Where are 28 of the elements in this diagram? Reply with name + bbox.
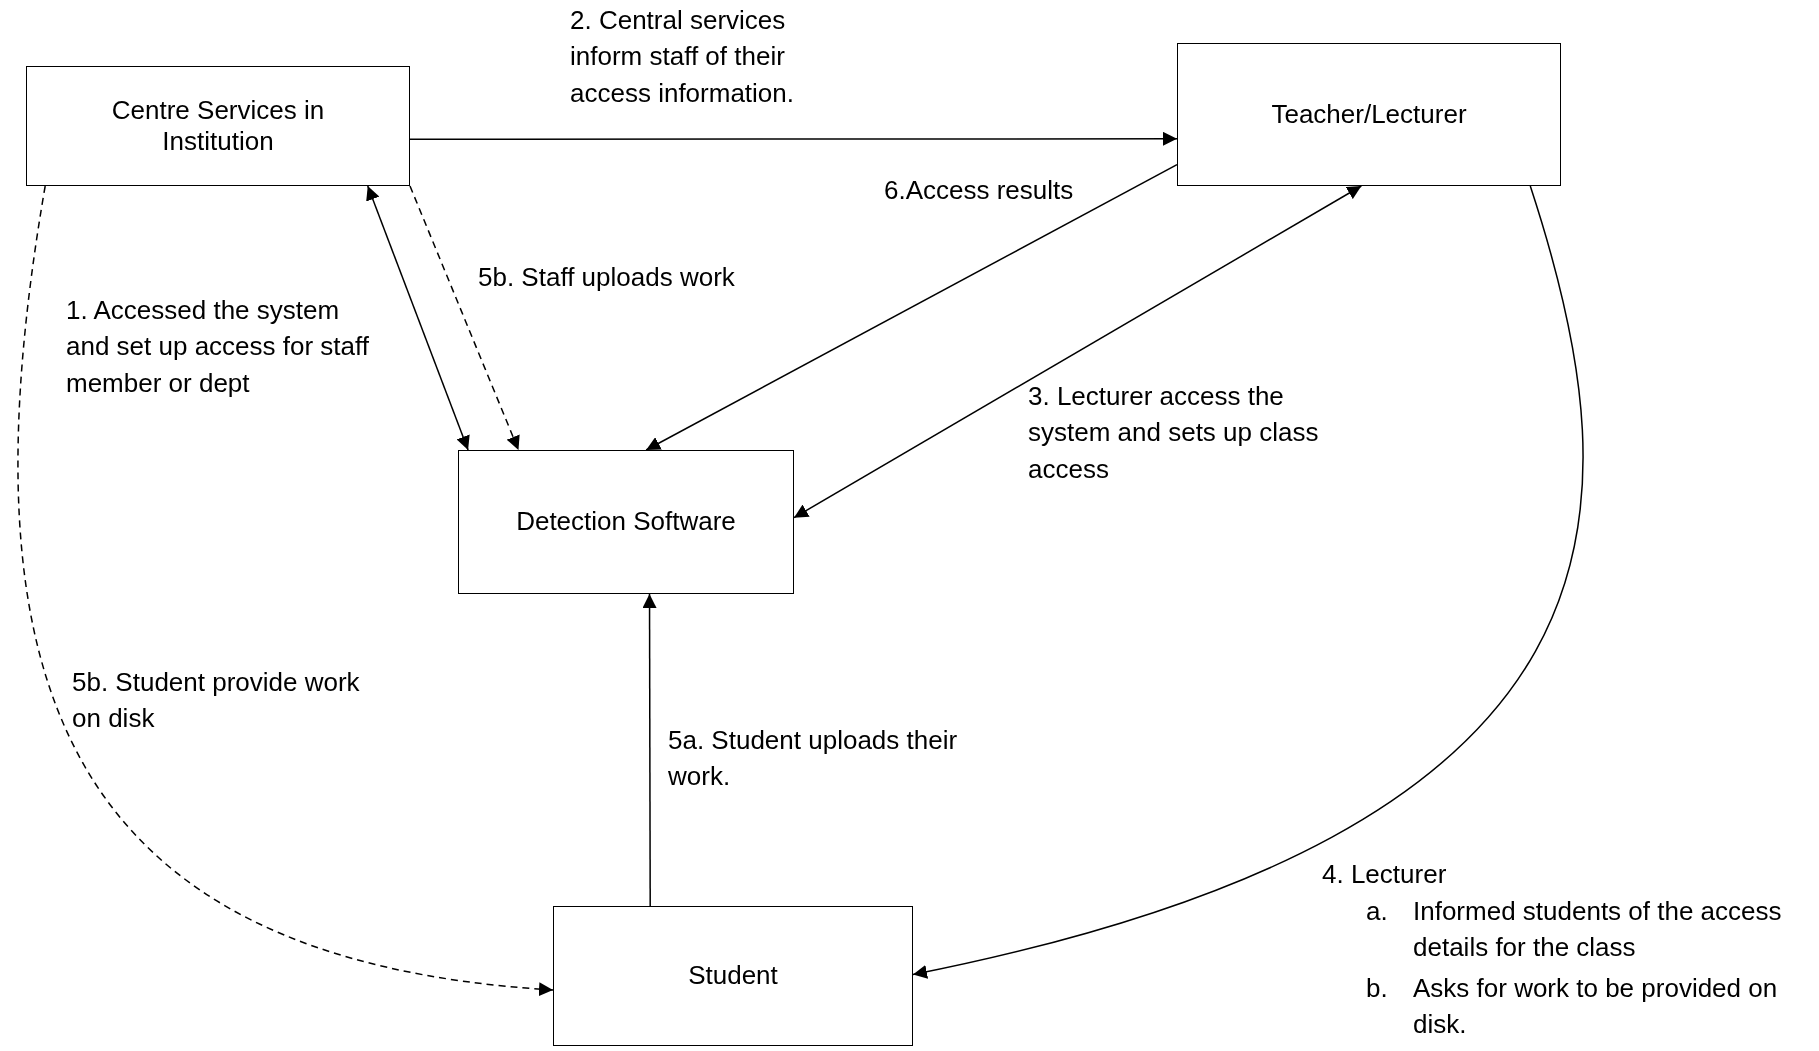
- node-label: Student: [688, 960, 778, 992]
- process-box: [1177, 43, 1561, 186]
- arrow: [409, 185, 520, 451]
- node-label: Detection Software: [516, 506, 736, 538]
- edge-label: 5a. Student uploads their work.: [668, 724, 959, 794]
- note-text: Asks for work to be provided on disk.: [1413, 972, 1779, 1042]
- edge-label: 5b. Student provide work on disk: [72, 666, 361, 736]
- arrow: [366, 185, 470, 451]
- process-box: [553, 906, 913, 1046]
- edge-label: 1. Accessed the system and set up access for staff member or dept: [66, 294, 371, 400]
- edge-label: 2. Central services inform staff of their access information.: [570, 4, 795, 110]
- arrow: [912, 185, 1584, 979]
- arrow: [642, 593, 657, 907]
- note-text: a.: [1366, 895, 1389, 928]
- arrow: [645, 163, 1178, 451]
- process-box: [26, 66, 410, 186]
- note-text: b.: [1366, 972, 1389, 1005]
- node-label: Centre Services in Institution: [110, 94, 326, 158]
- arrow: [793, 185, 1363, 519]
- arrow: [18, 185, 554, 996]
- note-text: Informed students of the access details for the class: [1413, 895, 1783, 965]
- edge-label: 3. Lecturer access the system and sets up class access: [1028, 380, 1320, 486]
- edge-label: 6.Access results: [884, 174, 1075, 207]
- edge-label: 4. Lecturer: [1322, 858, 1448, 891]
- edge-label: 5b. Staff uploads work: [478, 261, 736, 294]
- node-label: Teacher/Lecturer: [1271, 98, 1467, 131]
- process-box: [458, 450, 794, 594]
- arrow: [409, 131, 1178, 146]
